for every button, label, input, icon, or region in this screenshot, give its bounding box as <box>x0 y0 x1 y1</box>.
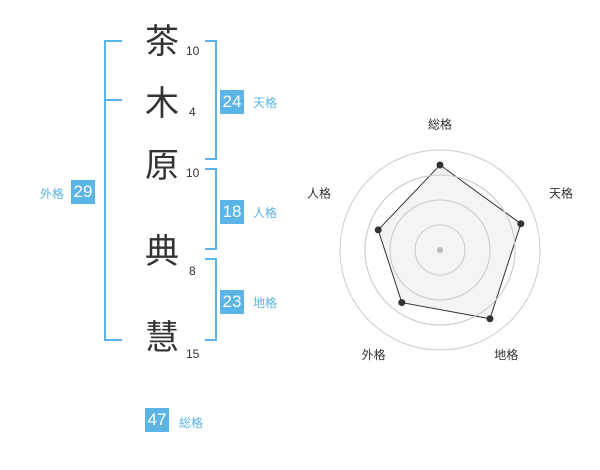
radar-polygon <box>377 164 522 320</box>
chikaku-label: 地格 <box>253 296 278 310</box>
stroke-count-5: 15 <box>186 347 200 361</box>
chikaku-bracket <box>205 258 217 341</box>
radar-axis-label-1: 総格 <box>428 117 452 132</box>
gaikaku-value: 29 <box>71 180 95 204</box>
radar-axis-label-2: 天格 <box>549 185 573 200</box>
radar-point-5 <box>374 226 382 234</box>
jinkaku-value: 18 <box>220 200 244 224</box>
name-char-1: 茶 <box>145 22 179 62</box>
radar-axis-label-4: 外格 <box>362 347 386 362</box>
radar-axis-label-3: 地格 <box>494 347 518 362</box>
chikaku-value: 23 <box>220 290 244 314</box>
radar-grid-ring-overlay-2 <box>389 199 491 301</box>
gaikaku-bracket <box>104 40 122 341</box>
name-char-5: 慧 <box>145 318 179 358</box>
stroke-count-4: 8 <box>189 264 196 278</box>
radar-axis-label-5: 人格 <box>307 185 331 200</box>
tenkaku-bracket <box>205 40 217 160</box>
radar-grid-ring-overlay-1 <box>414 224 466 276</box>
stroke-count-1: 10 <box>186 44 200 58</box>
radar-point-1 <box>436 161 444 169</box>
gaikaku-bracket-tick <box>104 99 122 101</box>
radar-grid-ring-4 <box>339 149 541 351</box>
tenkaku-label: 天格 <box>253 96 278 110</box>
stroke-count-3: 10 <box>186 166 200 180</box>
tenkaku-value: 24 <box>220 90 244 114</box>
soukaku-label: 総格 <box>179 416 204 430</box>
radar-grid-ring-overlay-3 <box>364 174 516 326</box>
radar-point-4 <box>398 299 406 307</box>
name-char-2: 木 <box>145 84 179 124</box>
jinkaku-label: 人格 <box>253 206 278 220</box>
radar-point-2 <box>517 220 525 228</box>
radar-center-dot <box>437 247 443 253</box>
jinkaku-bracket <box>205 168 217 250</box>
stroke-count-2: 4 <box>189 105 196 119</box>
name-char-4: 典 <box>145 232 179 272</box>
name-char-3: 原 <box>145 146 179 186</box>
soukaku-value: 47 <box>145 408 169 432</box>
gaikaku-label: 外格 <box>40 187 65 201</box>
radar-point-3 <box>486 315 494 323</box>
